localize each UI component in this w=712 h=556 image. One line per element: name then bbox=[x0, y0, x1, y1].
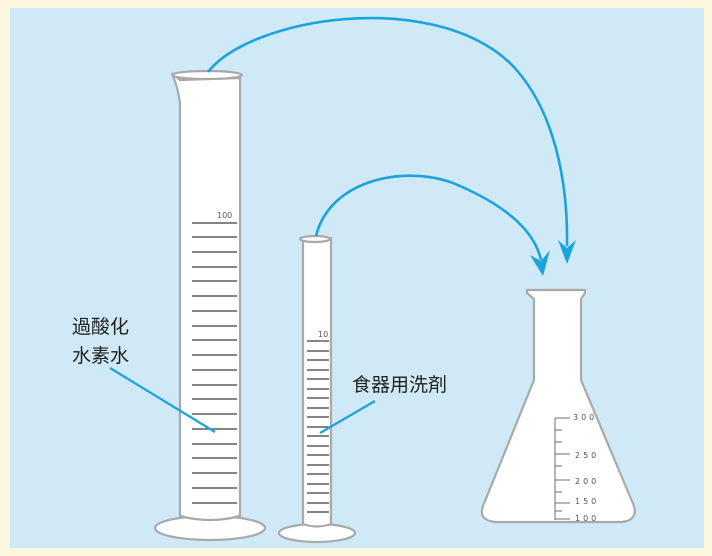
large-graduated-cylinder: 100 bbox=[153, 69, 267, 542]
pour-arrow-peroxide bbox=[206, 16, 576, 264]
flask-body bbox=[480, 288, 636, 524]
peroxide-leader-line bbox=[109, 367, 216, 433]
pour-arrow-detergent bbox=[314, 174, 550, 276]
peroxide-label-line1: 過酸化 bbox=[72, 316, 129, 338]
pour-arrow-peroxide-curve bbox=[206, 16, 569, 247]
flask-scale-300: 300 bbox=[573, 413, 597, 422]
diagram-canvas: 100 10 bbox=[10, 8, 704, 548]
flask-scale-150: 150 bbox=[575, 497, 599, 506]
detergent-label: 食器用洗剤 bbox=[352, 374, 447, 396]
small-cylinder-scale-max: 10 bbox=[318, 330, 328, 339]
large-cylinder-liquid bbox=[183, 223, 237, 513]
pour-arrow-peroxide-head bbox=[558, 240, 576, 264]
detergent-leader-line bbox=[319, 400, 376, 434]
flask-scale-100: 100 bbox=[575, 514, 599, 523]
flask-scale-250: 250 bbox=[575, 451, 599, 460]
erlenmeyer-flask: 300 250 200 150 100 bbox=[480, 288, 636, 524]
small-cylinder-rim bbox=[298, 234, 332, 244]
peroxide-label-line2: 水素水 bbox=[72, 345, 129, 367]
large-cylinder-scale-max: 100 bbox=[217, 211, 232, 220]
pour-arrow-detergent-head bbox=[530, 250, 550, 276]
small-graduated-cylinder: 10 bbox=[277, 234, 357, 544]
lab-diagram: 100 10 bbox=[72, 16, 636, 544]
pour-arrow-detergent-curve bbox=[314, 174, 543, 261]
large-cylinder-rim bbox=[170, 69, 244, 81]
flask-scale-200: 200 bbox=[575, 477, 599, 486]
